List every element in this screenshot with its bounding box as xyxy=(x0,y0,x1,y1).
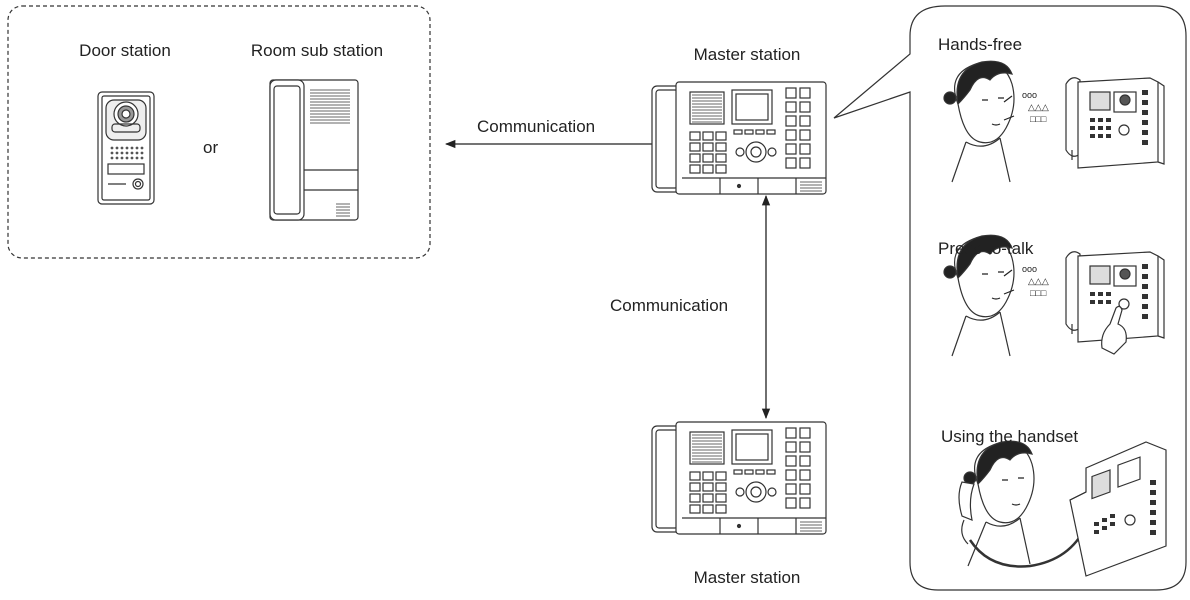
room-sub-station-label: Room sub station xyxy=(250,41,384,60)
group-border xyxy=(7,5,431,259)
hands-free-illustration: ooo △△△ □□□ xyxy=(943,60,1165,183)
press-to-talk-label: Press-to-talk xyxy=(938,239,1034,258)
press-to-talk-illustration: ooo △△△ □□□ xyxy=(943,234,1165,357)
svg-text:□□□: □□□ xyxy=(1030,114,1047,124)
room-sub-station xyxy=(269,79,359,221)
svg-text:△△△: △△△ xyxy=(1028,276,1049,286)
svg-text:△△△: △△△ xyxy=(1028,102,1049,112)
master-station-bottom-device xyxy=(651,421,827,535)
svg-text:ooo: ooo xyxy=(1022,264,1037,274)
master-station-top-device xyxy=(651,81,827,195)
vertical-communication-label: Communication xyxy=(610,296,729,315)
master-station-top-label: Master station xyxy=(693,45,801,64)
master-station-bottom-label: Master station xyxy=(693,568,801,587)
svg-text:ooo: ooo xyxy=(1022,90,1037,100)
hands-free-label: Hands-free xyxy=(938,35,1023,54)
using-handset-label: Using the handset xyxy=(941,427,1079,446)
using-handset-illustration xyxy=(958,440,1167,577)
door-station-label: Door station xyxy=(79,41,171,60)
horizontal-communication-label: Communication xyxy=(477,117,596,136)
svg-text:□□□: □□□ xyxy=(1030,288,1047,298)
or-label: or xyxy=(203,138,219,157)
door-station xyxy=(97,91,155,205)
